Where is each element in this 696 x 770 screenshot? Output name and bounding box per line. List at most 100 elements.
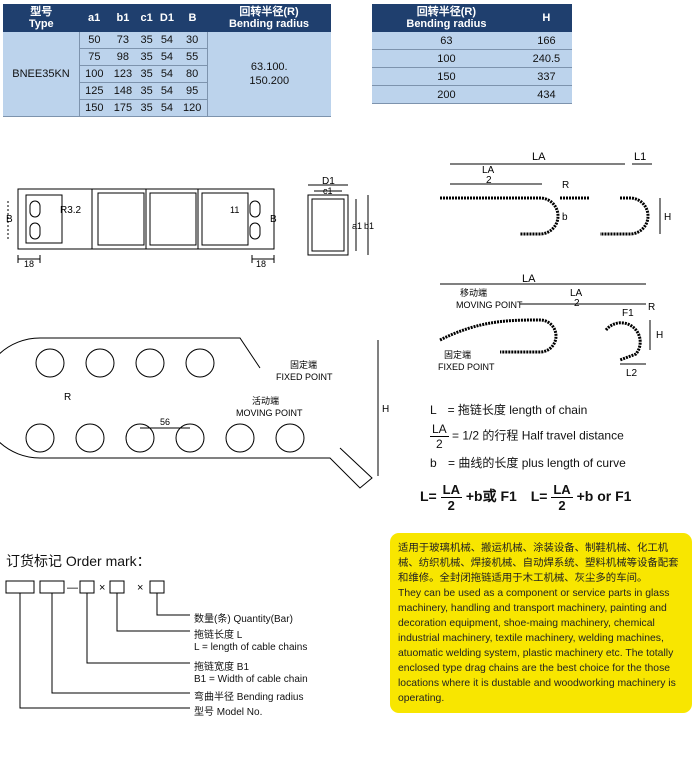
legend-la-desc: = 1/2 的行程 Half travel distance — [452, 428, 624, 443]
label-moving-en: MOVING POINT — [236, 408, 303, 418]
table-cell: 166 — [520, 32, 572, 50]
table-cell: 54 — [156, 99, 178, 117]
table-cell: 63 — [372, 32, 521, 50]
label-h: H — [664, 212, 671, 223]
table-cell: 120 — [177, 99, 208, 117]
label-r-b: R — [648, 302, 655, 313]
table-row: 75 98 35 54 55 — [3, 48, 331, 66]
dim-r: R — [64, 392, 71, 403]
dim-11: 11 — [230, 205, 239, 215]
table-cell: 175 — [108, 99, 138, 117]
dim-r32: R3.2 — [60, 205, 82, 216]
table-cell: 150 — [372, 67, 521, 86]
label-l1: L1 — [634, 151, 646, 163]
label-fixed-en: FIXED POINT — [276, 372, 333, 382]
table-cell: 80 — [177, 65, 208, 83]
table-cell: 35 — [137, 32, 157, 49]
label-la-b: LA — [522, 273, 536, 285]
table-cell: 35 — [137, 65, 157, 83]
table-cell: 30 — [177, 32, 208, 49]
label-moving-top-cn: 移动端 — [460, 287, 487, 298]
table-cell: 240.5 — [520, 49, 572, 68]
table-cell: 100 — [79, 65, 109, 83]
order-width-en: B1 = Width of cable chain — [194, 674, 308, 685]
table-cell: 35 — [137, 99, 157, 117]
table-row: 100 123 35 54 80 — [3, 65, 331, 83]
chain-cross-section-drawing: D1 c1 a1 b1 — [307, 176, 374, 256]
table-cell: 337 — [520, 67, 572, 86]
table-cell: 150 — [79, 99, 109, 117]
legend-l-symbol: L — [430, 403, 437, 417]
table-cell: 75 — [79, 48, 109, 66]
legend-b-symbol: b — [430, 456, 437, 470]
table-row: 125 148 35 54 95 — [3, 82, 331, 100]
dim-18-right: 18 — [256, 259, 266, 269]
table-cell: 100 — [372, 49, 521, 68]
travel-diagram-bottom: LA LA 2 移动端 MOVING POINT 固定端 FIXED POINT… — [438, 273, 663, 379]
chain-side-view-drawing: 56 R H 固定端 FIXED POINT 活动端 MOVING POINT — [0, 337, 389, 489]
table-row: 150 175 35 54 120 — [3, 99, 331, 117]
order-mark-diagram: — × × — [5, 580, 190, 709]
label-la: LA — [532, 151, 546, 163]
radius-table-header: 回转半径(R)Bending radius H — [372, 4, 572, 32]
order-x2: × — [137, 582, 143, 594]
table-cell: 54 — [156, 82, 178, 100]
order-dash: — — [67, 582, 78, 594]
table-cell: 35 — [137, 82, 157, 100]
label-fixed-cn: 固定端 — [290, 359, 317, 370]
header-b1: b1 — [108, 4, 138, 32]
table-cell: 54 — [156, 48, 178, 66]
label-r: R — [562, 180, 569, 191]
header-h: H — [520, 4, 572, 32]
order-x1: × — [99, 582, 105, 594]
dim-h: H — [382, 404, 389, 415]
dim-18-left: 18 — [24, 259, 34, 269]
label-f1: F1 — [622, 308, 634, 319]
dim-b-left: B — [6, 214, 13, 225]
order-width-cn: 拖链宽度 B1 — [194, 662, 250, 673]
dim-a1: a1 — [352, 221, 362, 231]
table-cell: 200 — [372, 85, 521, 104]
legend-length: L = 拖链长度 length of chain — [430, 403, 587, 417]
order-model-no: 型号 Model No. — [194, 707, 263, 718]
table-cell: 123 — [108, 65, 138, 83]
table-cell: 95 — [177, 82, 208, 100]
header-b: B — [177, 4, 208, 32]
dim-b1: b1 — [364, 221, 374, 231]
label-l2: L2 — [626, 368, 638, 379]
order-mark-title: 订货标记 Order mark： — [6, 553, 151, 569]
application-info-en: They can be used as a component or servi… — [398, 588, 676, 704]
legend-curve: b = 曲线的长度 plus length of curve — [430, 456, 626, 470]
label-moving-cn: 活动端 — [252, 395, 279, 406]
table-cell: 73 — [108, 32, 138, 49]
label-b: b — [562, 212, 568, 223]
table-row: BNEE35KN 50 73 35 54 30 63.100.150.200 — [3, 32, 331, 117]
label-la2-num-b: LA — [570, 288, 583, 299]
dim-b-right: B — [270, 214, 277, 225]
chain-top-view-drawing: B B R3.2 18 18 11 — [6, 188, 277, 269]
application-info-cn: 适用于玻璃机械、搬运机械、涂装设备、制鞋机械、化工机械、纺织机械、焊接机械、自动… — [398, 543, 679, 584]
order-bending-radius: 弯曲半径 Bending radius — [194, 692, 304, 703]
table-cell: 434 — [520, 85, 572, 104]
order-length-en: L = length of cable chains — [194, 642, 308, 653]
dim-c1: c1 — [323, 186, 333, 196]
label-fixed-top-cn: 固定端 — [444, 349, 471, 360]
table-cell: 54 — [156, 32, 178, 49]
header-bending-radius: 回转半径(R)Bending radius — [207, 4, 331, 32]
order-quantity: 数量(条) Quantity(Bar) — [194, 614, 293, 625]
label-fixed-top-en: FIXED POINT — [438, 362, 495, 372]
table-cell: 54 — [156, 65, 178, 83]
label-h-b: H — [656, 330, 663, 341]
label-la2-den-b: 2 — [574, 298, 580, 309]
table-cell: 50 — [79, 32, 109, 49]
travel-diagram-top: LA L1 LA 2 R b H — [440, 151, 671, 236]
